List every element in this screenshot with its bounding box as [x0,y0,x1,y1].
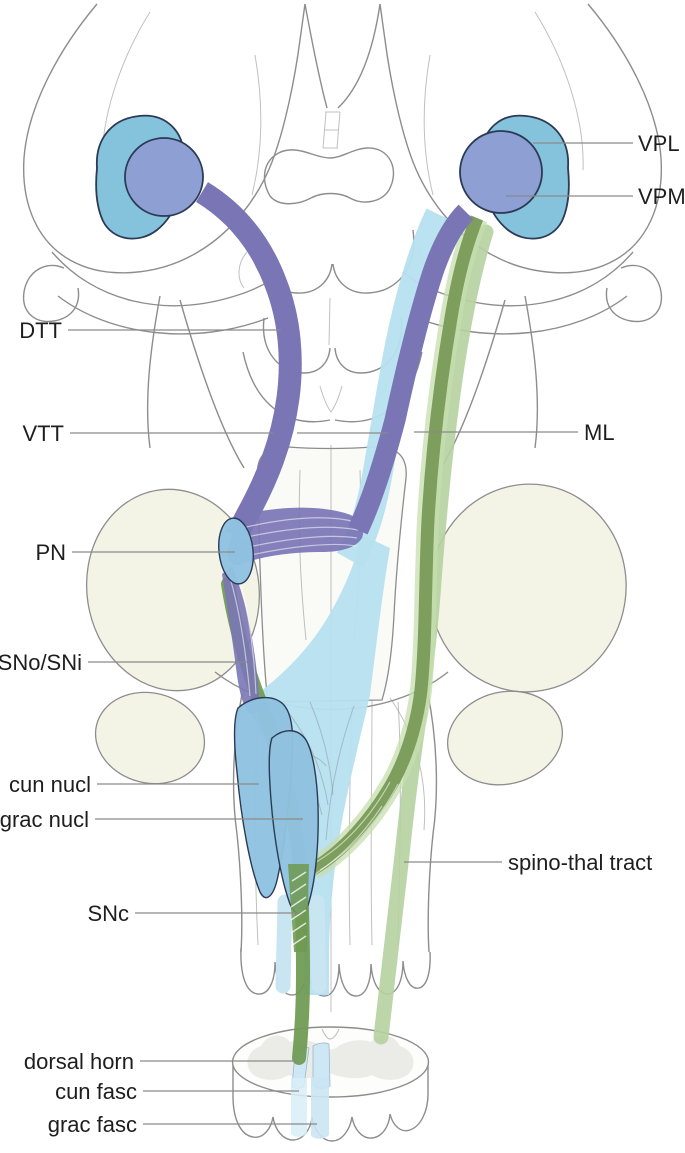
cun-fasc-strip [291,1078,307,1137]
label-spino-thal: spino-thal tract [508,850,652,875]
left-inferior-colliculus [262,317,331,374]
left-swoosh-upper [51,251,283,307]
tail-streamline1 [237,573,257,695]
label-pn: PN [35,540,66,565]
left-midbrain-edge [146,295,161,449]
ml-streamline3 [311,805,383,877]
spinal-cord-section [231,1026,430,1142]
pathway-tracts [195,182,494,1065]
right-lower-cream-mass [446,690,564,786]
nuclei [95,114,570,952]
gracile-strip-lower [309,894,327,994]
left-lobe-inner-arc2 [251,54,262,196]
right-medulla-edge [427,693,438,953]
fan-streamline3 [243,535,358,549]
vpm-nucleus-right [459,130,543,214]
midbrain-notch [319,385,343,413]
left-colliculus-curl [238,251,248,289]
right-thalamic-lobe-outline [379,3,663,274]
right-paw [605,264,663,323]
label-cun-fasc: cun fasc [55,1079,137,1104]
label-snc: SNc [87,901,129,926]
left-crus-line [179,299,245,469]
principal-trigeminal-nucleus [218,517,254,585]
medial-lemniscus [309,215,484,875]
funnel-net-line4 [325,705,355,841]
trigeminal-decussation-fan [227,507,364,566]
ventral-trigeminothalamic-tract [348,204,474,535]
medulla-scallops [240,947,431,997]
floor-inner-line-left [298,469,307,641]
label-layer: VPL VPM DTT VTT ML PN SNo/SNi cun nucl grac nucl… [0,131,685,1137]
left-paw [22,264,80,323]
fan-streamline2 [241,526,359,539]
grac-fasc-strip [311,1077,329,1139]
label-dorsal-horn: dorsal horn [24,1049,134,1074]
tail-streamline2 [229,577,251,697]
pineal-stalk [322,111,341,149]
right-lobe-inner-arc [534,11,584,171]
pineal-body [263,147,395,205]
funnel-net-line3 [309,701,334,796]
cord-dorsal-fissure [321,1028,340,1040]
label-vpl: VPL [638,131,680,156]
right-midbrain-edge [524,295,539,449]
label-cun-nucl: cun nucl [9,772,91,797]
right-cerebellar-peduncle [429,483,627,693]
right-lobe-inner-arc2 [423,54,434,196]
cyan-funnel [246,535,390,995]
cuneate-strip-lower [275,894,293,994]
fan-streamline4 [245,543,357,557]
midline-v-right [337,3,381,109]
label-vtt: VTT [22,421,64,446]
left-lower-cream-mass [94,691,206,785]
label-dtt: DTT [19,318,62,343]
colliculi-midline [328,297,331,346]
fan-lower-tail [222,566,259,714]
left-thalamic-lobe-outline [22,3,306,274]
snc-hatching [290,871,307,947]
label-grac-fasc: grac fasc [48,1112,137,1137]
label-ml: ML [584,420,615,445]
fan-streamline1 [241,517,357,529]
vpm-nucleus-left [124,137,204,217]
label-grac-nucl: grac nucl [0,807,89,832]
dorsal-trigeminothalamic-tract [195,182,302,541]
label-sno-sni: SNo/SNi [0,650,82,675]
left-swoosh-lower [57,295,269,335]
ml-streamline1 [315,781,391,863]
cord-gray-matter-butterfly [247,1035,414,1080]
midline-v-left [304,3,328,109]
label-vpm: VPM [638,184,685,209]
left-cerebellar-peduncle [85,488,261,692]
